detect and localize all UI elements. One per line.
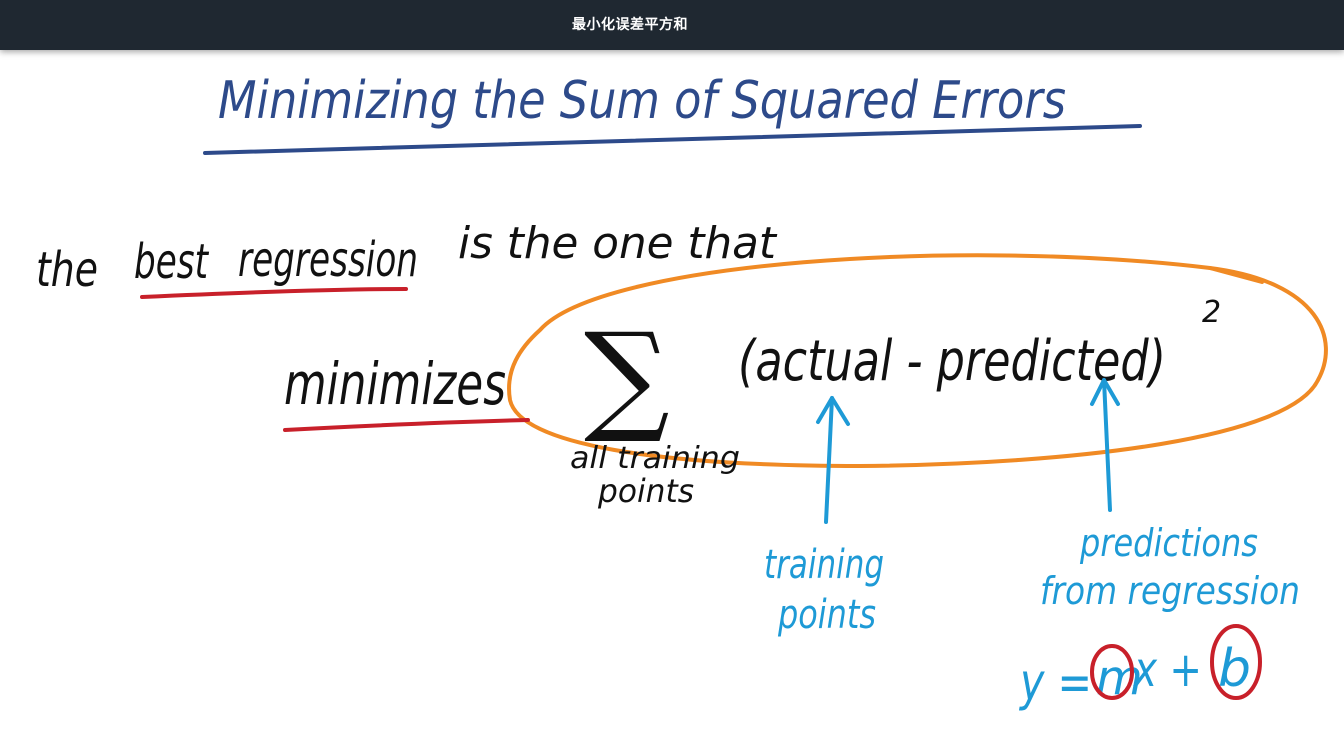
sentence-rest: is the one that [458, 218, 778, 269]
title-bar: 最小化误差平方和 [0, 0, 1344, 50]
oval-tail [1208, 266, 1264, 284]
equation-y-equals: y = [1018, 653, 1092, 713]
word-minimizes: minimizes [284, 350, 506, 418]
formula-oval [507, 253, 1328, 469]
slide-heading: Minimizing the Sum of Squared Errors [218, 71, 1066, 131]
equation-b: b [1218, 639, 1251, 699]
note-training-line1: training [764, 542, 884, 588]
circle-b-highlight [1210, 624, 1262, 700]
whiteboard-drawing: Minimizing the Sum of Squared Errors the… [36, 71, 1328, 713]
note-predictions-line1: predictions [1079, 521, 1258, 565]
word-regression: regression [238, 232, 418, 288]
minimizes-underline [283, 418, 530, 432]
note-predictions-line2: from regression [1040, 569, 1300, 613]
word-the: the [36, 242, 98, 298]
word-best: best [134, 234, 210, 290]
sigma-subscript-line1: all training [570, 441, 740, 476]
heading-underline [203, 124, 1142, 155]
lecture-slide: Minimizing the Sum of Squared Errors the… [0, 50, 1344, 754]
arrow-to-actual-icon [816, 396, 850, 524]
formula-expression: (actual - predicted) [738, 329, 1166, 394]
arrow-to-predicted-icon [1090, 378, 1120, 512]
formula-exponent: 2 [1202, 295, 1221, 330]
window-title: 最小化误差平方和 [572, 17, 688, 33]
equation-x-plus: x + [1132, 642, 1202, 698]
note-training-line2: points [777, 592, 876, 638]
circle-m-highlight [1090, 644, 1134, 700]
best-regression-underline [140, 287, 408, 299]
sigma-subscript-line2: points [597, 472, 694, 510]
sigma-symbol: ∑ [584, 308, 670, 447]
